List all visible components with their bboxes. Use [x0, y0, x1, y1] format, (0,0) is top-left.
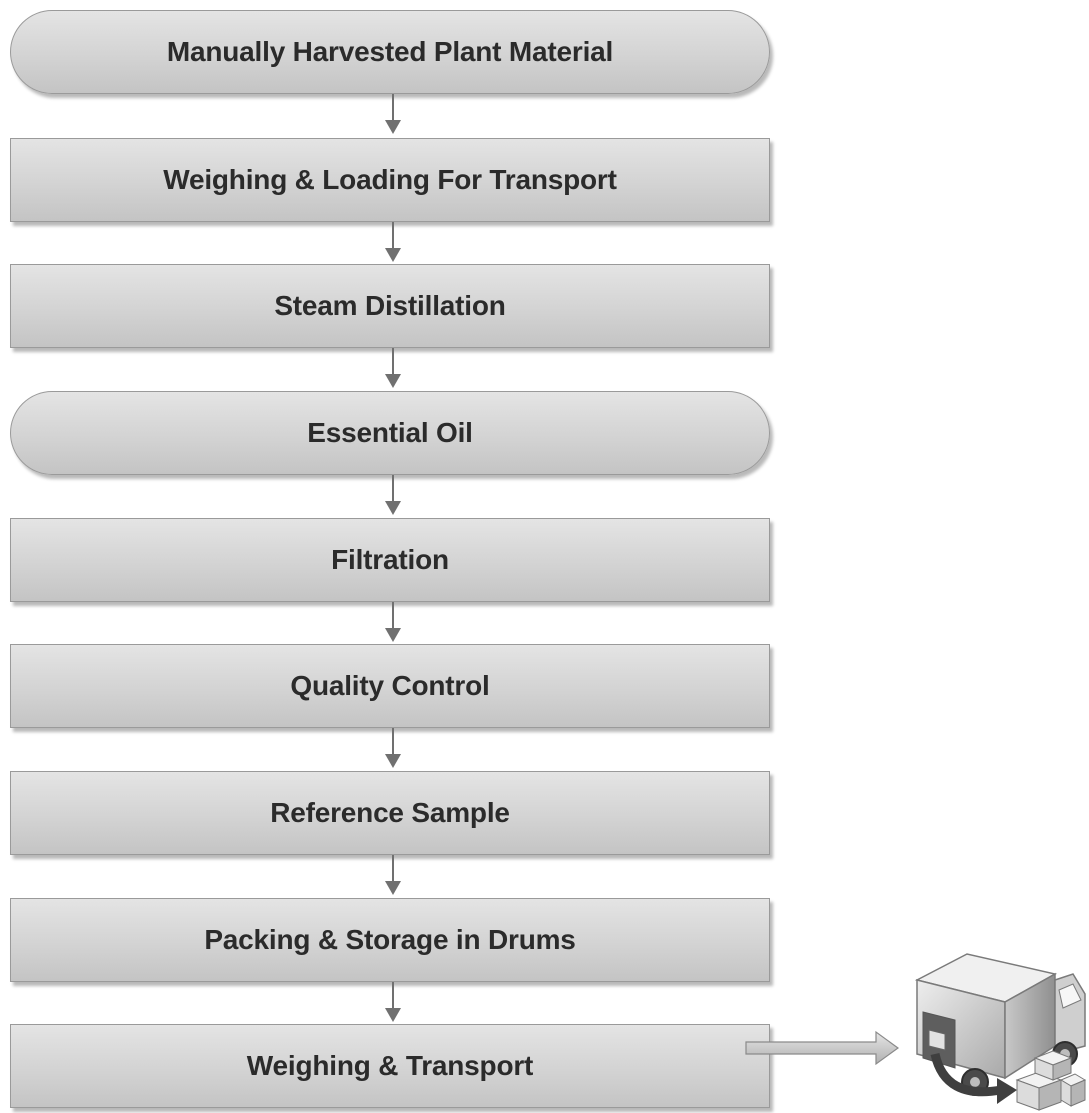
step-weighing-loading-for-transport: Weighing & Loading For Transport [10, 138, 770, 222]
step-essential-oil: Essential Oil [10, 391, 770, 475]
step-label: Essential Oil [307, 417, 473, 448]
step-steam-distillation: Steam Distillation [10, 264, 770, 348]
arrow-down-icon [385, 222, 401, 262]
step-packing-storage-in-drums: Packing & Storage in Drums [10, 898, 770, 982]
delivery-truck-icon [914, 953, 1087, 1111]
arrow-down-icon [385, 94, 401, 134]
step-label: Reference Sample [270, 797, 510, 828]
step-weighing-transport: Weighing & Transport [10, 1024, 770, 1108]
arrow-down-icon [385, 982, 401, 1022]
step-filtration: Filtration [10, 518, 770, 602]
step-label: Quality Control [290, 670, 490, 701]
arrow-down-icon [385, 348, 401, 388]
step-label: Steam Distillation [274, 290, 506, 321]
step-quality-control: Quality Control [10, 644, 770, 728]
step-manually-harvested-plant-material: Manually Harvested Plant Material [10, 10, 770, 94]
arrow-down-icon [385, 728, 401, 768]
arrow-right-icon [745, 1030, 900, 1066]
step-reference-sample: Reference Sample [10, 771, 770, 855]
step-label: Filtration [331, 544, 449, 575]
arrow-down-icon [385, 855, 401, 895]
arrow-down-icon [385, 602, 401, 642]
step-label: Weighing & Transport [246, 1050, 534, 1081]
step-label: Manually Harvested Plant Material [166, 36, 614, 67]
step-label: Packing & Storage in Drums [204, 924, 576, 955]
step-label: Weighing & Loading For Transport [163, 164, 617, 195]
arrow-down-icon [385, 475, 401, 515]
